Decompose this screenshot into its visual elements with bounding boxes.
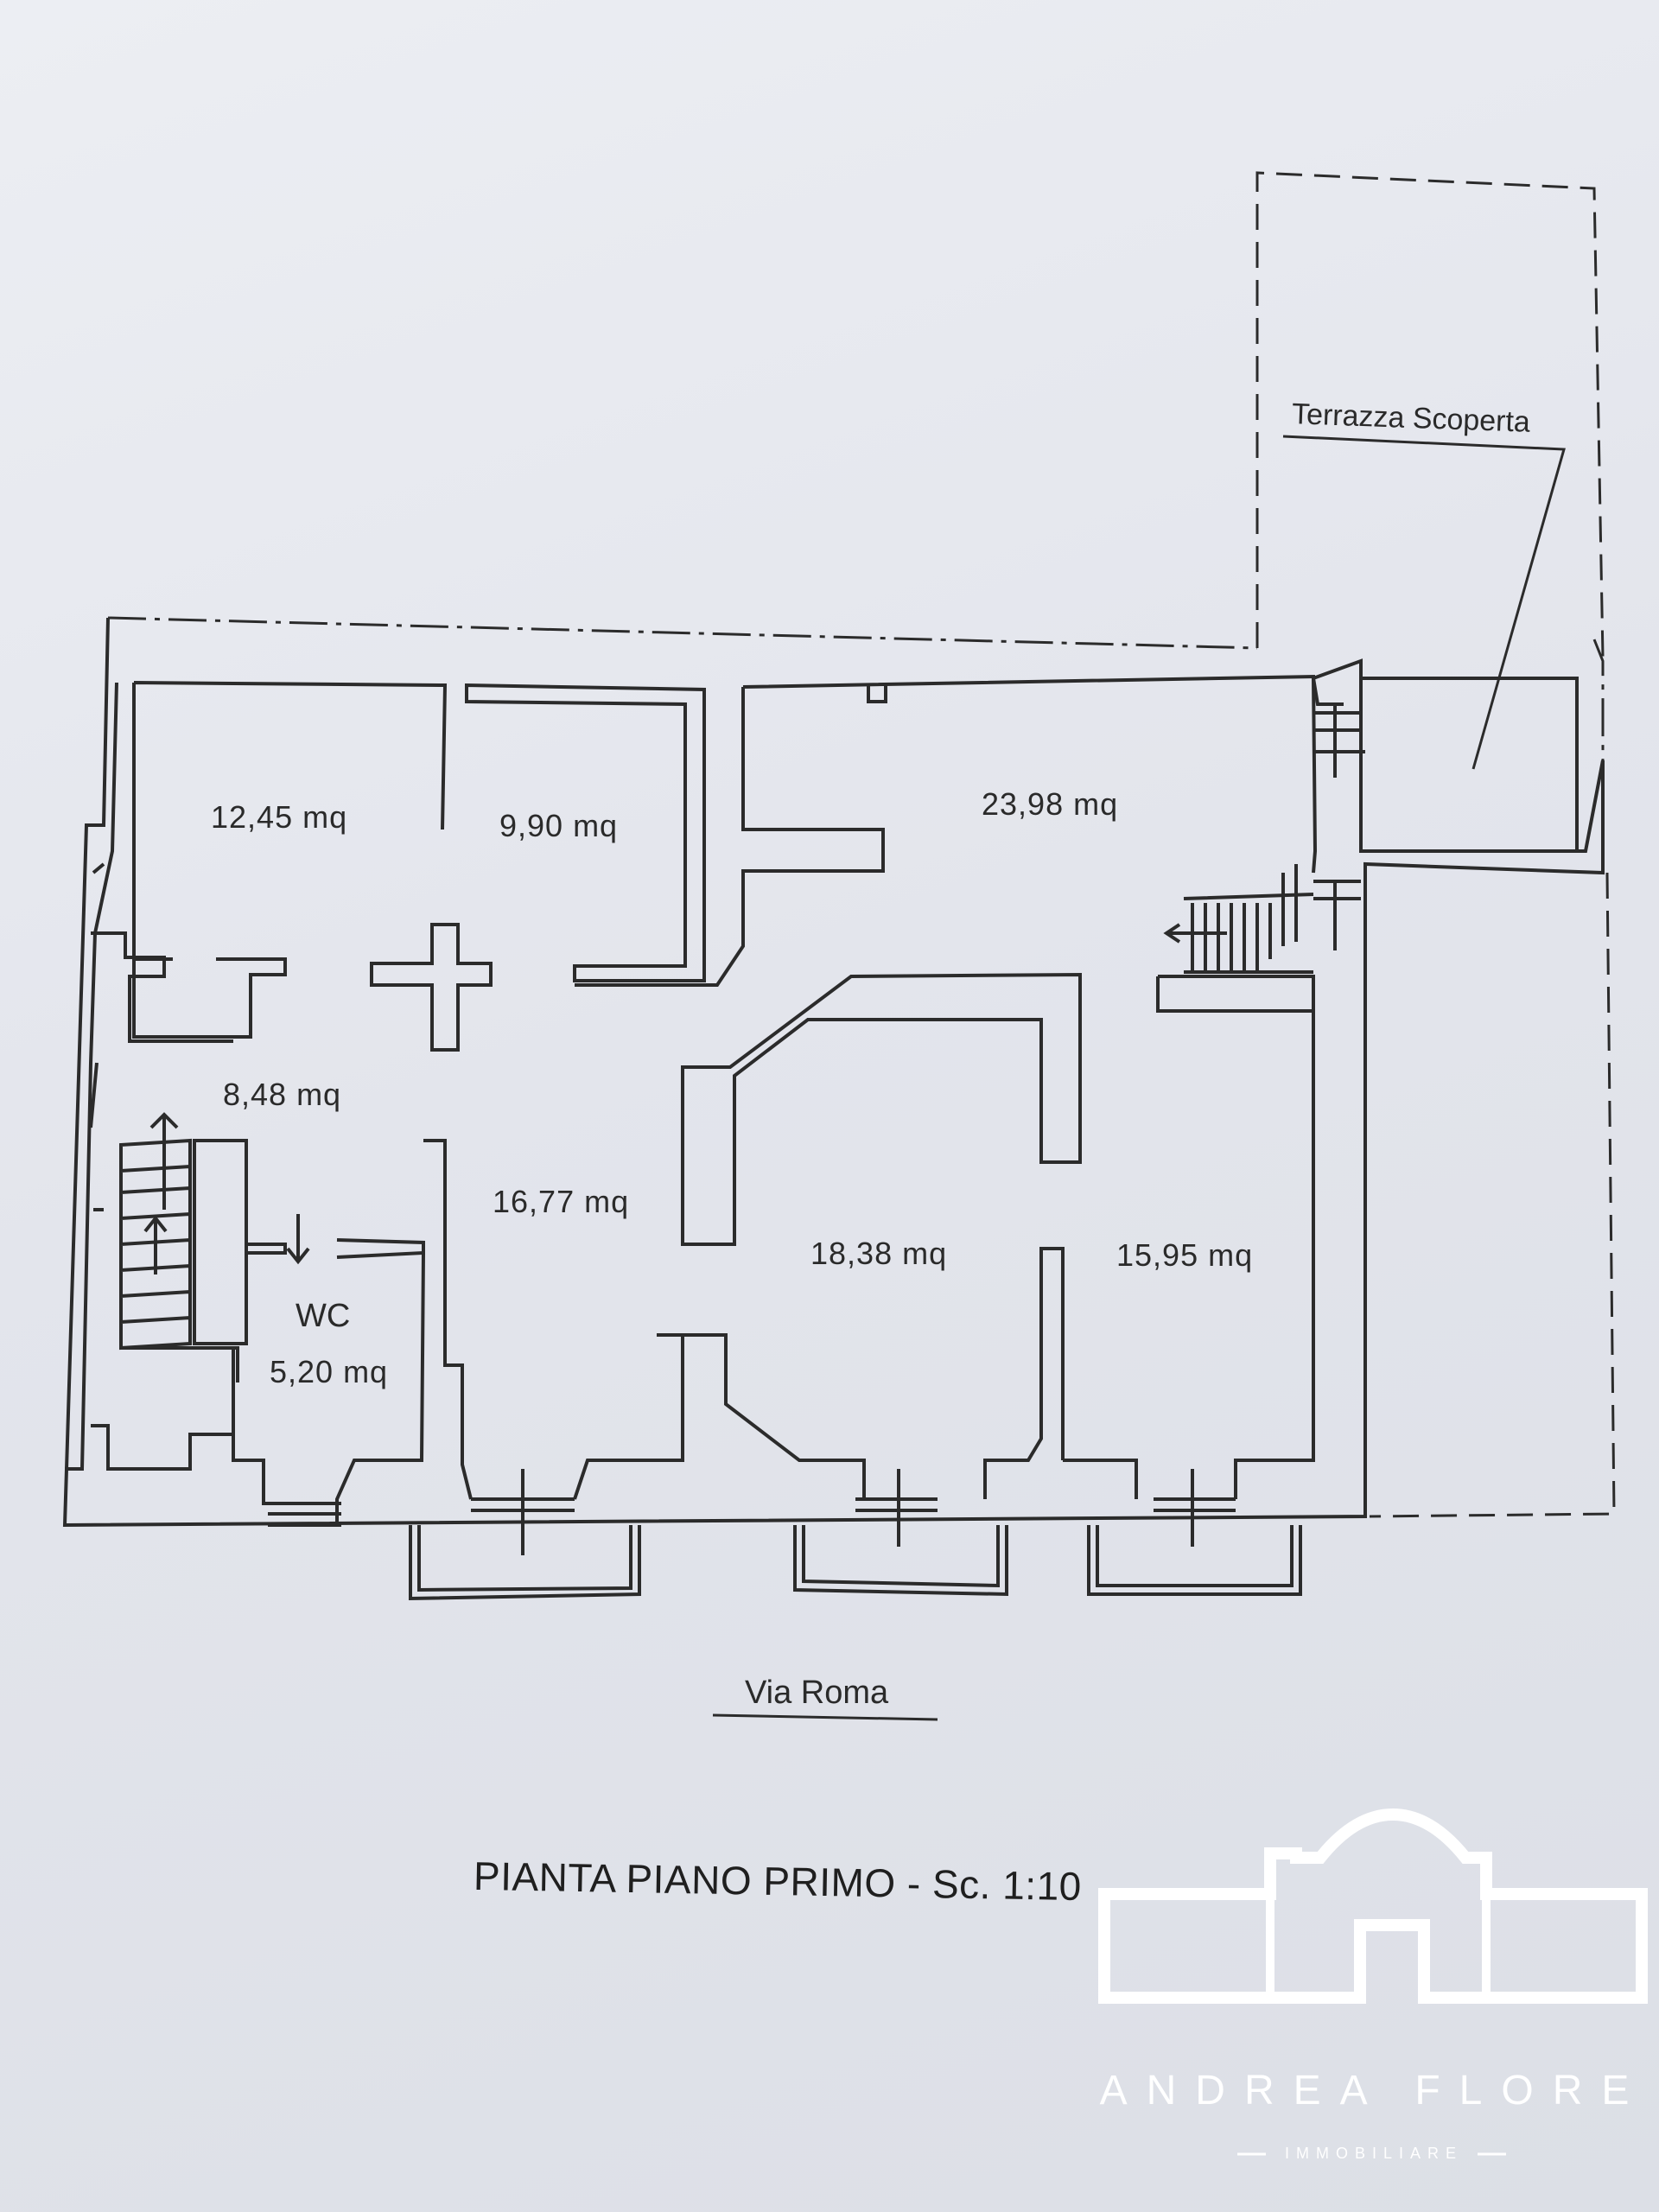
street-label: Via Roma <box>745 1675 889 1711</box>
room-area-label: 16,77 mq <box>493 1184 630 1219</box>
room-area-label: 5,20 mq <box>270 1354 389 1389</box>
street-underline <box>712 1713 938 1721</box>
room-9-90-wall <box>465 683 706 982</box>
yard-outline <box>1369 872 1616 1518</box>
room-18-38-wall <box>681 972 1082 1246</box>
room-area-label: 18,38 mq <box>810 1236 948 1271</box>
room-16-77-wall <box>423 1139 684 1500</box>
brand-tagline: IMMOBILIARE <box>1284 2145 1464 2162</box>
room-area-label: 23,98 mq <box>982 786 1119 822</box>
room-area-label: 12,45 mq <box>211 799 348 835</box>
room-area-label: 8,48 mq <box>223 1077 342 1112</box>
facade-windows <box>89 704 1365 1555</box>
outer-wall <box>62 617 1605 1528</box>
room-15-95-wall <box>1063 975 1315 1499</box>
brand-name: ANDREA FLORE <box>1099 2068 1649 2113</box>
room-area-label: 9,90 mq <box>499 808 619 843</box>
balcony-1 <box>409 1525 641 1601</box>
terrace-leader <box>1282 435 1566 770</box>
balcony-3 <box>1087 1525 1302 1596</box>
wc-label: WC <box>296 1298 351 1334</box>
terrace-outline <box>1255 171 1605 658</box>
stairs-right <box>1183 864 1314 974</box>
room-area-label: 15,95 mq <box>1116 1237 1254 1273</box>
room-23-98-wall <box>575 675 1316 987</box>
center-pillar <box>370 923 493 1052</box>
wc-wall <box>193 1139 425 1345</box>
property-boundary <box>107 616 1605 760</box>
balcony-2 <box>793 1525 1008 1597</box>
outer-wall-inner <box>65 682 118 1471</box>
terrace-room <box>1359 677 1579 853</box>
brand-logo-icon <box>1098 1808 1648 2004</box>
